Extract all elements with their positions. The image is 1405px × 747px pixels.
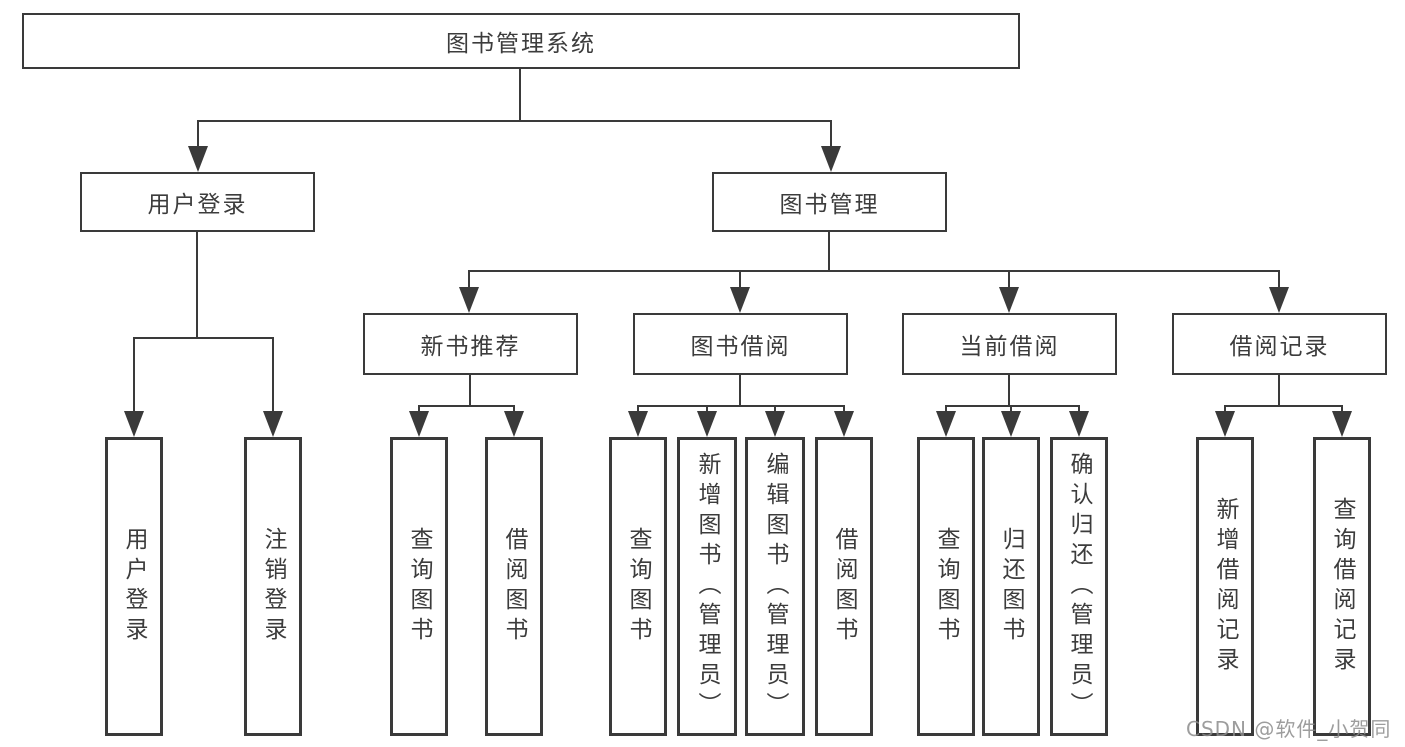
connector-stem-book-mgmt bbox=[830, 120, 832, 150]
connector-current-borrow-rail bbox=[945, 405, 1080, 407]
arrow-down-icon bbox=[188, 146, 208, 172]
node-book-borrowing: 图书借阅 bbox=[633, 313, 848, 375]
connector-stem-book-borrow bbox=[739, 270, 741, 292]
arrow-down-icon bbox=[765, 411, 785, 437]
arrow-down-icon bbox=[504, 411, 524, 437]
connector-book-mgmt-drop bbox=[828, 232, 830, 270]
leaf-borrow-books-recommend: 借阅图书 bbox=[485, 437, 543, 736]
leaf-add-borrow-record: 新增借阅记录 bbox=[1196, 437, 1254, 736]
leaf-user-login: 用户登录 bbox=[105, 437, 163, 736]
node-user-login: 用户登录 bbox=[80, 172, 315, 232]
arrow-down-icon bbox=[1269, 287, 1289, 313]
connector-root-drop bbox=[519, 69, 521, 120]
leaf-logout: 注销登录 bbox=[244, 437, 302, 736]
connector-book-mgmt-rail bbox=[468, 270, 1280, 272]
connector-new-book-drop bbox=[469, 375, 471, 405]
connector-new-book-rail bbox=[418, 405, 515, 407]
leaf-query-books-recommend: 查询图书 bbox=[390, 437, 448, 736]
leaf-query-borrow-record: 查询借阅记录 bbox=[1313, 437, 1371, 736]
arrow-down-icon bbox=[936, 411, 956, 437]
connector-borrow-record-rail bbox=[1224, 405, 1343, 407]
csdn-watermark: CSDN @软件_小贺同学 bbox=[1186, 717, 1392, 747]
connector-book-borrow-drop bbox=[739, 375, 741, 405]
connector-stem-new-book bbox=[468, 270, 470, 292]
arrow-down-icon bbox=[628, 411, 648, 437]
connector-user-login-rail bbox=[133, 337, 274, 339]
arrow-down-icon bbox=[730, 287, 750, 313]
leaf-borrow-books: 借阅图书 bbox=[815, 437, 873, 736]
node-borrowing-records: 借阅记录 bbox=[1172, 313, 1387, 375]
node-book-management: 图书管理 bbox=[712, 172, 947, 232]
leaf-add-books-admin: 新增图书（管理员） bbox=[677, 437, 737, 736]
arrow-down-icon bbox=[999, 287, 1019, 313]
node-current-borrowing: 当前借阅 bbox=[902, 313, 1117, 375]
leaf-query-books-borrowing: 查询图书 bbox=[609, 437, 667, 736]
node-new-book-recommend: 新书推荐 bbox=[363, 313, 578, 375]
arrow-down-icon bbox=[263, 411, 283, 437]
arrow-down-icon bbox=[409, 411, 429, 437]
arrow-down-icon bbox=[821, 146, 841, 172]
connector-book-borrow-rail bbox=[637, 405, 844, 407]
connector-stem-user-login bbox=[197, 120, 199, 150]
leaf-confirm-return-admin: 确认归还（管理员） bbox=[1050, 437, 1108, 736]
arrow-down-icon bbox=[834, 411, 854, 437]
arrow-down-icon bbox=[459, 287, 479, 313]
leaf-query-books-current: 查询图书 bbox=[917, 437, 975, 736]
arrow-down-icon bbox=[1001, 411, 1021, 437]
connector-user-login-drop bbox=[196, 232, 198, 337]
arrow-down-icon bbox=[1069, 411, 1089, 437]
connector-stem-leaf-login bbox=[133, 337, 135, 415]
connector-stem-borrow-record bbox=[1278, 270, 1280, 292]
node-library-management-system: 图书管理系统 bbox=[22, 13, 1020, 69]
leaf-return-books: 归还图书 bbox=[982, 437, 1040, 736]
arrow-down-icon bbox=[1215, 411, 1235, 437]
connector-current-borrow-drop bbox=[1008, 375, 1010, 405]
arrow-down-icon bbox=[697, 411, 717, 437]
arrow-down-icon bbox=[124, 411, 144, 437]
connector-stem-leaf-logout bbox=[272, 337, 274, 415]
connector-stem-current-borrow bbox=[1008, 270, 1010, 292]
leaf-edit-books-admin: 编辑图书（管理员） bbox=[745, 437, 805, 736]
connector-borrow-record-drop bbox=[1278, 375, 1280, 405]
connector-root-rail bbox=[197, 120, 832, 122]
arrow-down-icon bbox=[1332, 411, 1352, 437]
